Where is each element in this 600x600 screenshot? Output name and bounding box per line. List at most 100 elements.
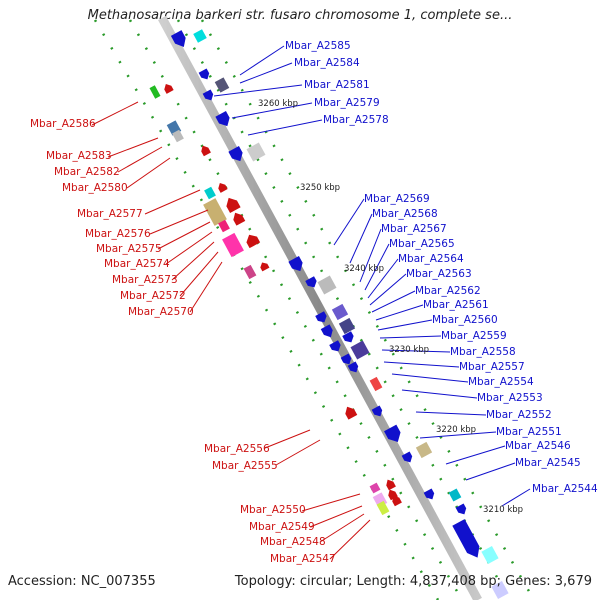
gene-label[interactable]: Mbar_A2546 (505, 440, 571, 452)
gene-feature-reverse[interactable] (216, 181, 228, 193)
gene-label[interactable]: Mbar_A2561 (423, 299, 489, 311)
gene-label[interactable]: Mbar_A2544 (532, 483, 598, 495)
gene-label[interactable]: Mbar_A2584 (294, 57, 360, 69)
gene-feature-block[interactable] (491, 580, 509, 600)
gene-feature-forward[interactable] (452, 519, 483, 561)
tick-label: 3230 kbp (389, 345, 429, 355)
gene-feature-forward[interactable] (320, 324, 336, 339)
gene-label[interactable]: Mbar_A2581 (304, 79, 370, 91)
gene-feature-forward[interactable] (288, 255, 305, 274)
gene-label[interactable]: Mbar_A2572 (120, 290, 186, 302)
gene-label[interactable]: Mbar_A2567 (381, 223, 447, 235)
gene-label[interactable]: Mbar_A2547 (270, 553, 336, 565)
gene-feature-reverse[interactable] (223, 195, 241, 214)
gene-label[interactable]: Mbar_A2585 (285, 40, 351, 52)
gene-feature-forward[interactable] (215, 110, 232, 129)
gene-label[interactable]: Mbar_A2568 (372, 208, 438, 220)
gene-label[interactable]: Mbar_A2575 (96, 243, 162, 255)
gene-feature-reverse[interactable] (384, 478, 396, 491)
gene-label[interactable]: Mbar_A2576 (85, 228, 151, 240)
tick-label: 3220 kbp (436, 425, 476, 435)
gene-label[interactable]: Mbar_A2565 (389, 238, 455, 250)
gene-feature-block[interactable] (193, 29, 207, 43)
gene-feature-forward[interactable] (384, 424, 404, 446)
map-title: Methanosarcina barkeri str. fusaro chrom… (87, 8, 513, 23)
gene-feature-forward[interactable] (305, 276, 319, 290)
leader-line (107, 137, 159, 158)
gene-feature-block[interactable] (448, 488, 462, 502)
gene-label[interactable]: Mbar_A2574 (104, 258, 170, 270)
leader-line (391, 373, 469, 383)
gene-feature-block[interactable] (246, 142, 266, 162)
gene-label[interactable]: Mbar_A2553 (477, 392, 543, 404)
gene-feature-block[interactable] (203, 198, 227, 226)
gene-feature-forward[interactable] (401, 451, 415, 464)
gene-label[interactable]: Mbar_A2579 (314, 97, 380, 109)
gene-feature-block[interactable] (172, 129, 184, 143)
gene-feature-block[interactable] (376, 500, 390, 516)
gene-feature-forward[interactable] (340, 353, 354, 366)
gene-feature-forward[interactable] (329, 340, 343, 354)
gene-feature-block[interactable] (204, 186, 216, 200)
gene-label[interactable]: Mbar_A2560 (432, 314, 498, 326)
gene-feature-forward[interactable] (347, 361, 361, 374)
gene-feature-block[interactable] (369, 376, 383, 392)
gene-feature-block[interactable] (369, 482, 381, 494)
gene-feature-reverse[interactable] (162, 82, 174, 94)
gene-feature-block[interactable] (317, 275, 337, 295)
gene-feature-reverse[interactable] (390, 494, 402, 507)
gene-label[interactable]: Mbar_A2549 (249, 521, 315, 533)
gene-label[interactable]: Mbar_A2555 (212, 460, 278, 472)
gene-label[interactable]: Mbar_A2570 (128, 306, 194, 318)
gene-feature-block[interactable] (331, 303, 349, 321)
leader-line (157, 221, 211, 250)
gene-feature-forward[interactable] (423, 488, 437, 501)
gene-feature-block[interactable] (338, 317, 356, 335)
gene-feature-block[interactable] (415, 441, 433, 459)
gene-label[interactable]: Mbar_A2552 (486, 409, 552, 421)
gene-label[interactable]: Mbar_A2578 (323, 114, 389, 126)
gene-label[interactable]: Mbar_A2564 (398, 253, 464, 265)
gene-label[interactable]: Mbar_A2582 (54, 166, 120, 178)
gene-feature-block[interactable] (149, 85, 161, 99)
gene-label[interactable]: Mbar_A2550 (240, 504, 306, 516)
gene-label[interactable]: Mbar_A2548 (260, 536, 326, 548)
gene-feature-block[interactable] (350, 340, 370, 360)
gene-feature-forward[interactable] (170, 30, 189, 50)
gene-feature-block[interactable] (243, 264, 257, 280)
gene-feature-block[interactable] (214, 77, 230, 93)
gene-label[interactable]: Mbar_A2551 (496, 426, 562, 438)
gene-feature-reverse[interactable] (244, 232, 261, 249)
gene-label[interactable]: Mbar_A2558 (450, 346, 516, 358)
gene-feature-forward[interactable] (342, 331, 356, 345)
gene-feature-block[interactable] (222, 232, 244, 258)
gene-label[interactable]: Mbar_A2562 (415, 285, 481, 297)
gene-label[interactable]: Mbar_A2580 (62, 182, 128, 194)
gene-label[interactable]: Mbar_A2545 (515, 457, 581, 469)
gene-label[interactable]: Mbar_A2586 (30, 118, 96, 130)
leader-line (309, 505, 363, 528)
gene-feature-forward[interactable] (228, 145, 245, 164)
gene-feature-reverse[interactable] (259, 261, 270, 272)
gene-label[interactable]: Mbar_A2573 (112, 274, 178, 286)
gene-label[interactable]: Mbar_A2559 (441, 330, 507, 342)
gene-feature-forward[interactable] (315, 311, 329, 325)
gene-feature-forward[interactable] (455, 503, 469, 516)
gene-feature-reverse[interactable] (199, 144, 211, 157)
gene-label[interactable]: Mbar_A2569 (364, 193, 430, 205)
gene-label[interactable]: Mbar_A2563 (406, 268, 472, 280)
gene-label[interactable]: Mbar_A2554 (468, 376, 534, 388)
gene-feature-reverse[interactable] (343, 404, 358, 420)
gene-feature-forward[interactable] (371, 405, 385, 418)
gene-feature-block[interactable] (481, 545, 499, 565)
gene-label[interactable]: Mbar_A2577 (77, 208, 143, 220)
gene-feature-forward[interactable] (202, 89, 216, 102)
gene-feature-forward[interactable] (198, 68, 212, 81)
gene-feature-reverse[interactable] (231, 210, 246, 226)
gene-label[interactable]: Mbar_A2583 (46, 150, 112, 162)
gene-feature-block[interactable] (218, 219, 230, 233)
leader-line (264, 429, 311, 449)
leader-line (329, 519, 371, 560)
gene-label[interactable]: Mbar_A2557 (459, 361, 525, 373)
gene-label[interactable]: Mbar_A2556 (204, 443, 270, 455)
